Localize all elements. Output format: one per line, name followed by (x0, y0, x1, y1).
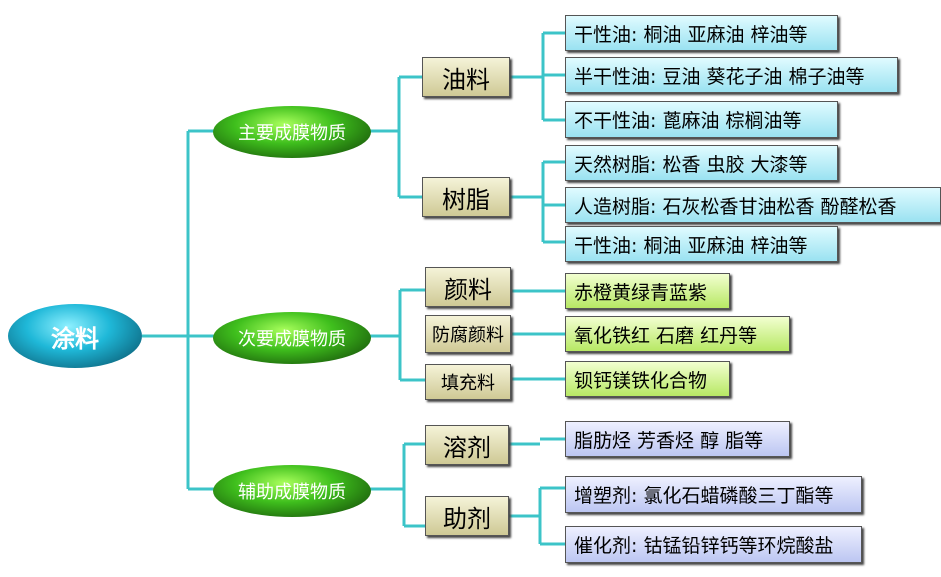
category-solvent: 溶剂 (425, 425, 509, 465)
category-additive: 助剂 (425, 496, 509, 536)
leaf-artificial-resin: 人造树脂: 石灰松香甘油松香 酚醛松香 (565, 187, 941, 223)
category-pigment: 颜料 (425, 267, 511, 307)
category-oil: 油料 (422, 57, 510, 97)
leaf-solvent-items: 脂肪烃 芳香烃 醇 脂等 (565, 421, 790, 457)
leaf-drying-oil-2: 干性油: 桐油 亚麻油 梓油等 (565, 226, 838, 262)
leaf-non-drying-oil: 不干性油: 蓖麻油 棕榈油等 (565, 101, 838, 138)
root-node: 涂料 (8, 304, 142, 368)
leaf-drying-oil: 干性油: 桐油 亚麻油 梓油等 (565, 15, 838, 51)
leaf-anticorrosive-items: 氧化铁红 石磨 红丹等 (565, 316, 790, 352)
leaf-plasticizer: 增塑剂: 氯化石蜡磷酸三丁酯等 (565, 476, 862, 513)
branch-secondary-film: 次要成膜物质 (213, 312, 371, 364)
leaf-catalyst: 催化剂: 钴锰铅锌钙等环烷酸盐 (565, 526, 862, 563)
leaf-semi-drying-oil: 半干性油: 豆油 葵花子油 棉子油等 (565, 57, 898, 93)
leaf-natural-resin: 天然树脂: 松香 虫胶 大漆等 (565, 145, 838, 181)
branch-auxiliary-film: 辅助成膜物质 (213, 465, 371, 517)
category-resin: 树脂 (422, 177, 510, 217)
leaf-pigment-colors: 赤橙黄绿青蓝紫 (565, 273, 730, 309)
leaf-filler-items: 钡钙镁铁化合物 (565, 361, 730, 397)
branch-primary-film: 主要成膜物质 (213, 106, 371, 158)
category-filler: 填充料 (425, 364, 511, 400)
category-anticorrosive-pigment: 防腐颜料 (425, 315, 511, 353)
